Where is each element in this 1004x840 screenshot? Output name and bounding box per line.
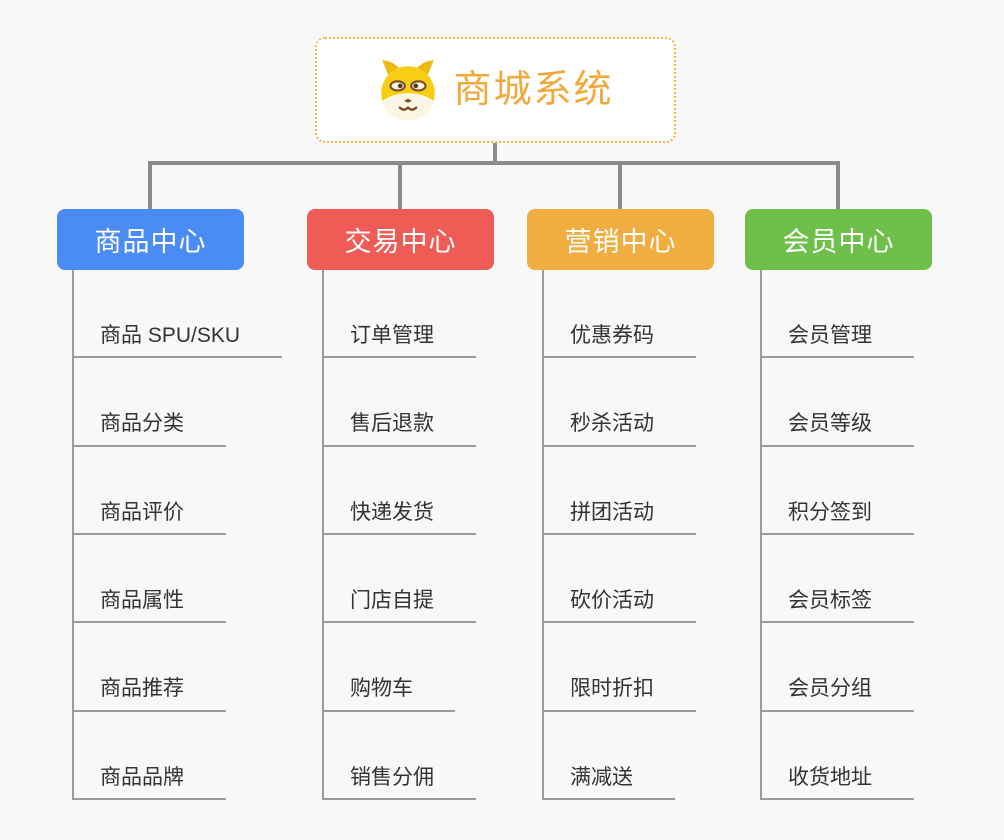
node-label[interactable]: 会员管理: [762, 323, 914, 359]
connector-stub-marketing: [618, 161, 622, 209]
branch-header-trade[interactable]: 交易中心: [307, 209, 494, 270]
mindmap-node[interactable]: 商品品牌: [74, 712, 292, 800]
mindmap-node[interactable]: 积分签到: [762, 447, 980, 535]
node-label[interactable]: 商品品牌: [74, 765, 226, 800]
root-title: 商城系统: [453, 69, 614, 111]
node-label[interactable]: 优惠券码: [544, 323, 696, 359]
mindmap-node[interactable]: 会员标签: [762, 535, 980, 624]
node-label[interactable]: 收货地址: [762, 765, 914, 800]
node-label[interactable]: 商品分类: [74, 411, 226, 447]
mindmap-node[interactable]: 商品 SPU/SKU: [74, 270, 292, 359]
node-label[interactable]: 会员分组: [762, 676, 914, 712]
mindmap-node[interactable]: 门店自提: [324, 535, 542, 624]
branch-trade: 交易中心 订单管理 售后退款 快递发货 门店自提 购物车 销售分佣: [307, 209, 542, 800]
mindmap-node[interactable]: 订单管理: [324, 270, 542, 359]
mindmap-node[interactable]: 商品推荐: [74, 623, 292, 712]
node-label[interactable]: 门店自提: [324, 588, 476, 624]
mindmap-node[interactable]: 购物车: [324, 623, 542, 712]
mindmap-node[interactable]: 商品属性: [74, 535, 292, 624]
connector-stub-products: [148, 161, 152, 209]
connector-stub-member: [836, 161, 840, 209]
mindmap-node[interactable]: 拼团活动: [544, 447, 762, 535]
mindmap-node[interactable]: 满减送: [544, 712, 762, 800]
node-label[interactable]: 砍价活动: [544, 588, 696, 624]
root-node[interactable]: 商城系统: [315, 37, 676, 143]
node-label[interactable]: 销售分佣: [324, 765, 476, 800]
node-label[interactable]: 商品评价: [74, 500, 226, 535]
mindmap-node[interactable]: 优惠券码: [544, 270, 762, 359]
dog-face-icon: [377, 58, 439, 122]
node-label[interactable]: 商品 SPU/SKU: [74, 323, 283, 359]
mindmap-node[interactable]: 限时折扣: [544, 623, 762, 712]
node-label[interactable]: 满减送: [544, 765, 675, 800]
mindmap-node[interactable]: 会员分组: [762, 623, 980, 712]
branch-header-marketing[interactable]: 营销中心: [527, 209, 714, 270]
branch-member-items: 会员管理 会员等级 积分签到 会员标签 会员分组 收货地址: [760, 270, 980, 800]
mindmap-node[interactable]: 商品分类: [74, 358, 292, 447]
node-label[interactable]: 会员标签: [762, 588, 914, 624]
branch-marketing-items: 优惠券码 秒杀活动 拼团活动 砍价活动 限时折扣 满减送: [542, 270, 762, 800]
mindmap-node[interactable]: 售后退款: [324, 358, 542, 447]
mindmap-node[interactable]: 会员管理: [762, 270, 980, 359]
node-label[interactable]: 商品推荐: [74, 676, 226, 712]
node-label[interactable]: 限时折扣: [544, 676, 696, 712]
node-label[interactable]: 售后退款: [324, 411, 476, 447]
branch-marketing: 营销中心 优惠券码 秒杀活动 拼团活动 砍价活动 限时折扣 满减送: [527, 209, 762, 800]
branch-products: 商品中心 商品 SPU/SKU 商品分类 商品评价 商品属性 商品推荐 商品品牌: [57, 209, 292, 800]
node-label[interactable]: 购物车: [324, 676, 455, 712]
connector-bus: [148, 161, 840, 165]
node-label[interactable]: 商品属性: [74, 588, 226, 624]
branch-header-products[interactable]: 商品中心: [57, 209, 244, 270]
node-label[interactable]: 秒杀活动: [544, 411, 696, 447]
node-label[interactable]: 拼团活动: [544, 500, 696, 535]
mindmap-node[interactable]: 收货地址: [762, 712, 980, 800]
mindmap-node[interactable]: 商品评价: [74, 447, 292, 535]
mindmap-node[interactable]: 销售分佣: [324, 712, 542, 800]
branch-products-items: 商品 SPU/SKU 商品分类 商品评价 商品属性 商品推荐 商品品牌: [72, 270, 292, 800]
branch-trade-items: 订单管理 售后退款 快递发货 门店自提 购物车 销售分佣: [322, 270, 542, 800]
connector-stub-trade: [398, 161, 402, 209]
node-label[interactable]: 订单管理: [324, 323, 476, 359]
node-label[interactable]: 会员等级: [762, 411, 914, 447]
mindmap-node[interactable]: 秒杀活动: [544, 358, 762, 447]
mindmap-node[interactable]: 会员等级: [762, 358, 980, 447]
connector-root-drop: [493, 143, 497, 163]
node-label[interactable]: 积分签到: [762, 500, 914, 535]
branch-member: 会员中心 会员管理 会员等级 积分签到 会员标签 会员分组 收货地址: [745, 209, 980, 800]
node-label[interactable]: 快递发货: [324, 500, 476, 535]
mindmap-node[interactable]: 砍价活动: [544, 535, 762, 624]
branch-header-member[interactable]: 会员中心: [745, 209, 932, 270]
mindmap-node[interactable]: 快递发货: [324, 447, 542, 535]
